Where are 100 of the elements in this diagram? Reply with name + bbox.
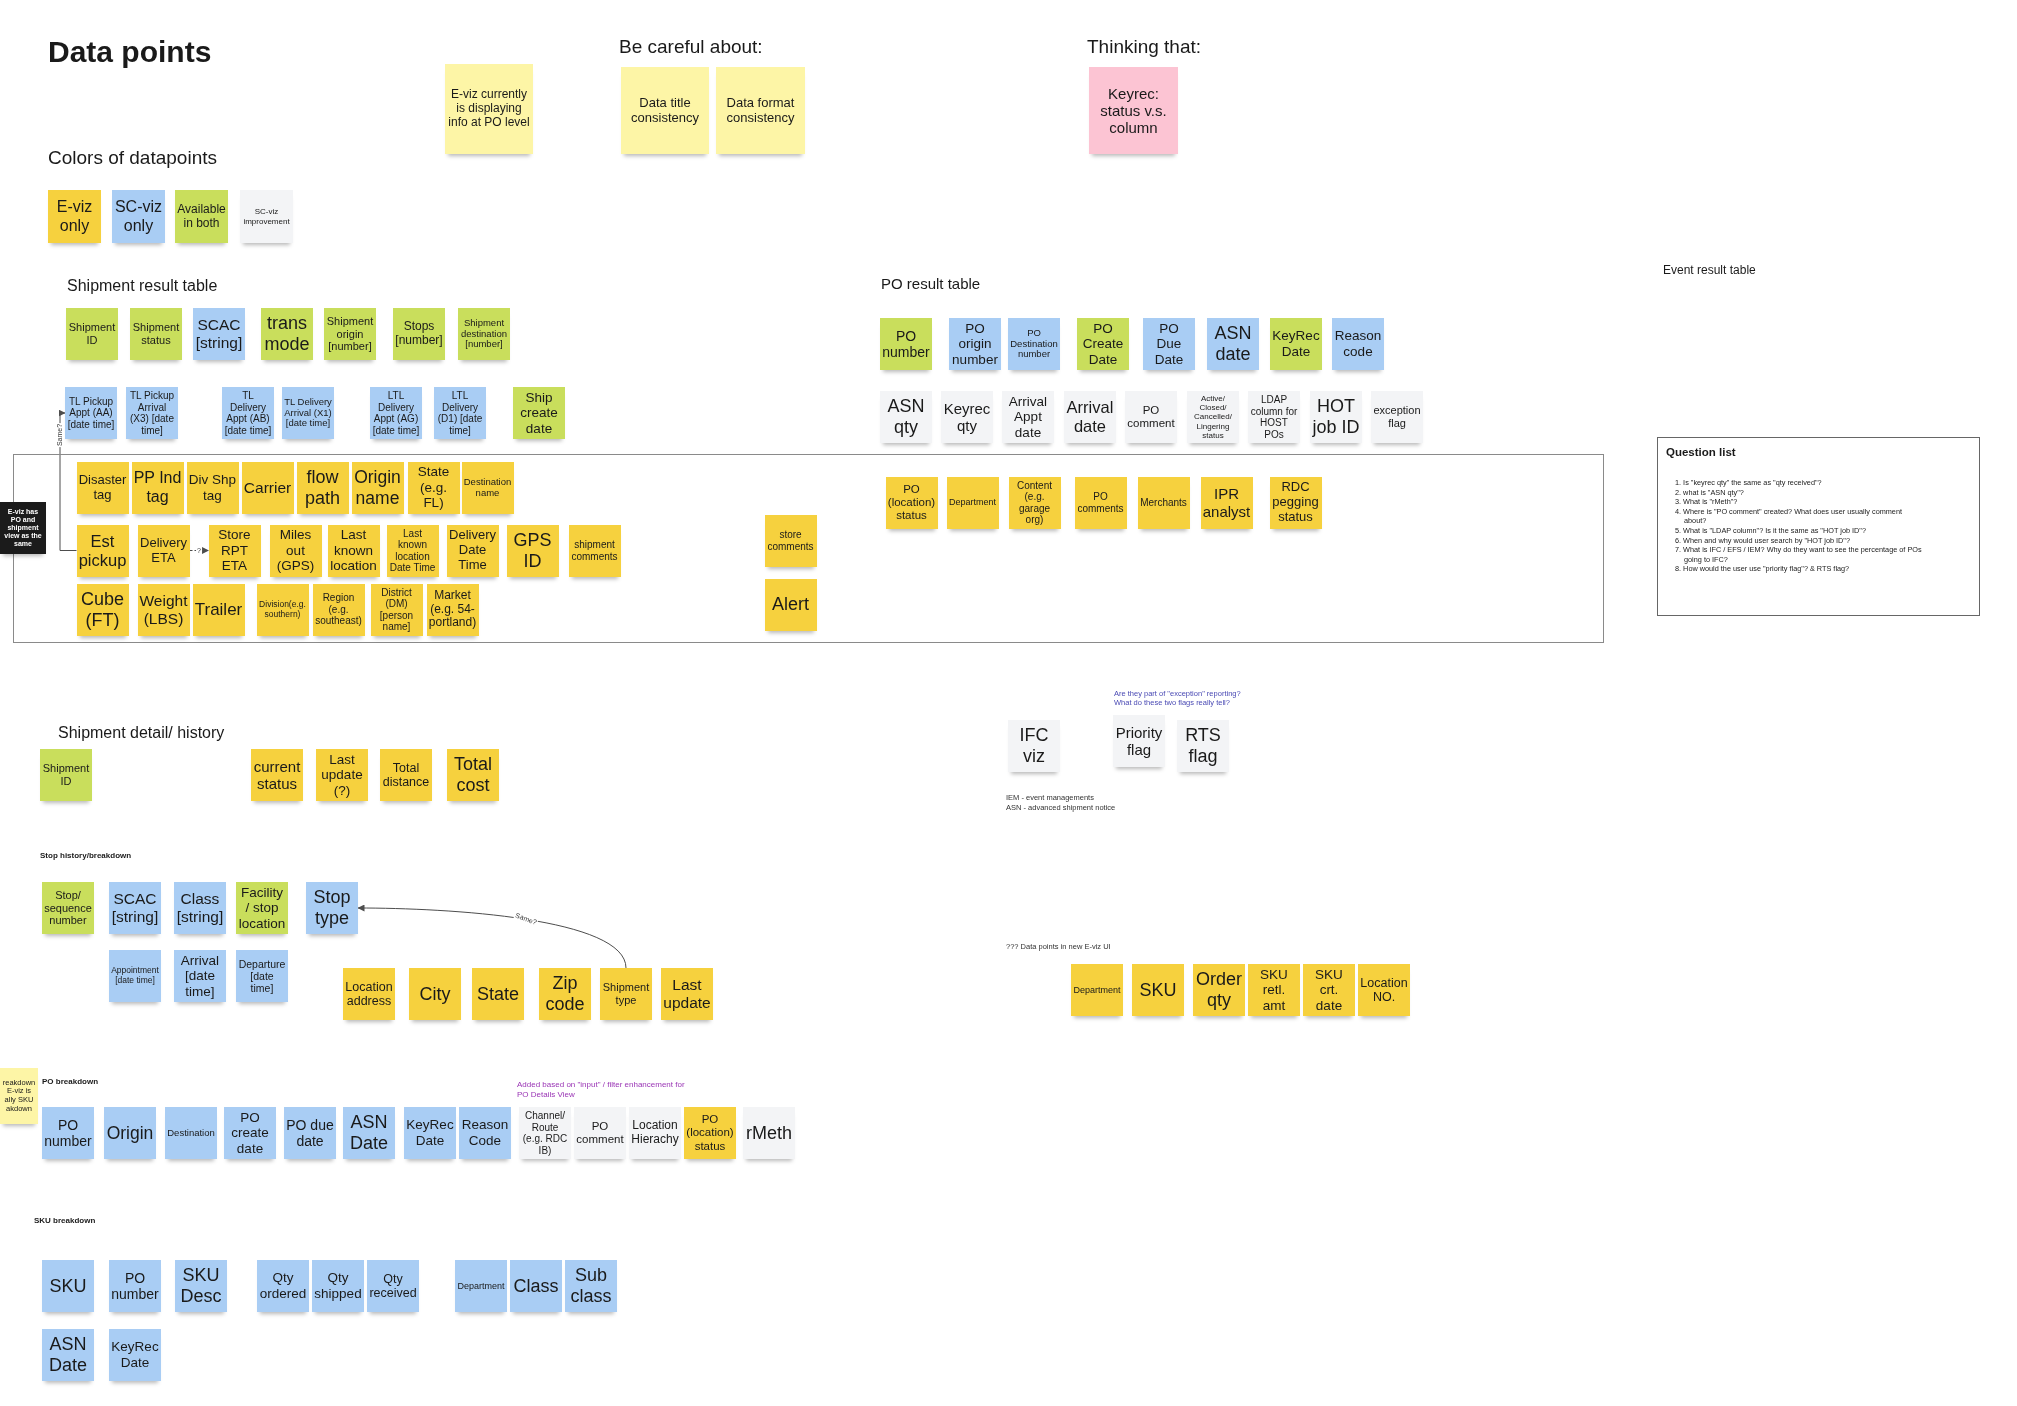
sticky-note: ASN Date bbox=[343, 1107, 395, 1159]
sticky-note: Shipment destination [number] bbox=[458, 308, 510, 360]
sticky-note: HOT job ID bbox=[1310, 391, 1362, 443]
sticky-note: Delivery ETA bbox=[137, 524, 190, 577]
sticky-note: GPS ID bbox=[506, 524, 559, 577]
sticky-note: Shipment ID bbox=[40, 749, 92, 801]
sticky-note: Class [string] bbox=[174, 882, 226, 934]
sticky-note: Destination bbox=[165, 1107, 217, 1159]
sticky-note: shipment comments bbox=[568, 524, 621, 577]
sticky-note: Store RPT ETA bbox=[208, 524, 261, 577]
legend-note: Available in both bbox=[175, 190, 228, 243]
sticky-note: store comments bbox=[764, 514, 817, 567]
sticky-note: Channel/Route (e.g. RDC IB) bbox=[519, 1107, 571, 1159]
sticky-note: IFC viz bbox=[1008, 720, 1060, 772]
sticky-note: Content (e.g. garage org) bbox=[1008, 476, 1061, 529]
sticky-note: TL Pickup Appt (AA) [date time] bbox=[65, 387, 117, 439]
sticky-note: Ship create date bbox=[513, 387, 565, 439]
sticky-note: PO (location) status bbox=[885, 476, 938, 529]
sticky-note: current status bbox=[251, 749, 303, 801]
sticky-note: Shipment ID bbox=[66, 308, 118, 360]
section-heading: Colors of datapoints bbox=[48, 146, 217, 170]
sticky-note: Qty shipped bbox=[312, 1260, 364, 1312]
sticky-note: Reason code bbox=[1332, 318, 1384, 370]
section-heading: Be careful about: bbox=[619, 35, 763, 59]
section-heading: PO result table bbox=[881, 275, 981, 294]
legend-note: SC-viz improvement bbox=[240, 190, 293, 243]
sticky-note: Keyrec: status v.s. column bbox=[1089, 67, 1178, 154]
sticky-note: City bbox=[409, 968, 461, 1020]
annotation-text: Added based on "input" / filter enhancement for PO Details View bbox=[517, 1080, 686, 1100]
sticky-note: PP Ind tag bbox=[131, 461, 184, 514]
sticky-note: ASN date bbox=[1207, 318, 1259, 370]
sticky-note: Departure [date time] bbox=[236, 950, 288, 1002]
sticky-note: Last known location Date Time bbox=[386, 524, 439, 577]
sticky-note: PO number bbox=[109, 1260, 161, 1312]
sticky-note: Department bbox=[455, 1260, 507, 1312]
sticky-note: Department bbox=[1071, 964, 1123, 1016]
sticky-note: Last update (?) bbox=[316, 749, 368, 801]
sticky-note: Weight (LBS) bbox=[137, 583, 190, 636]
section-heading: Event result table bbox=[1663, 263, 1756, 278]
sticky-note: PO create date bbox=[224, 1107, 276, 1159]
sticky-note: Reason Code bbox=[459, 1107, 511, 1159]
sticky-note: Keyrec qty bbox=[941, 391, 993, 443]
sticky-note: Order qty bbox=[1193, 964, 1245, 1016]
sticky-note: Shipment type bbox=[600, 968, 652, 1020]
sticky-note: Zip code bbox=[539, 968, 591, 1020]
sticky-note: PO number bbox=[880, 318, 932, 370]
sticky-note: PO number bbox=[42, 1107, 94, 1159]
sticky-note: Carrier bbox=[241, 461, 294, 514]
sticky-note: trans mode bbox=[261, 308, 313, 360]
sticky-note: PO due date bbox=[284, 1107, 336, 1159]
sticky-note: Division(e.g. southern) bbox=[256, 583, 309, 636]
sticky-note: Disaster tag bbox=[76, 461, 129, 514]
sticky-note: Origin name bbox=[351, 461, 404, 514]
sticky-note: RDC pegging status bbox=[1269, 476, 1322, 529]
sticky-note: exception flag bbox=[1371, 391, 1423, 443]
sticky-note: Merchants bbox=[1137, 476, 1190, 529]
sticky-note: Qty received bbox=[367, 1260, 419, 1312]
panel-heading: Question list bbox=[1666, 446, 1736, 458]
sticky-note: Last update bbox=[661, 968, 713, 1020]
sticky-note: IPR analyst bbox=[1200, 476, 1253, 529]
sticky-note: PO Due Date bbox=[1143, 318, 1195, 370]
sticky-note: Delivery Date Time bbox=[446, 524, 499, 577]
sticky-note: Class bbox=[510, 1260, 562, 1312]
sticky-note: PO Destination number bbox=[1008, 318, 1060, 370]
sticky-note: Location Hierachy bbox=[629, 1107, 681, 1159]
sticky-note: LTL Delivery Appt (AG) [date time] bbox=[370, 387, 422, 439]
sticky-note: KeyRec Date bbox=[404, 1107, 456, 1159]
section-heading: Shipment result table bbox=[67, 276, 218, 296]
sticky-note: State (e.g. FL) bbox=[407, 461, 460, 514]
sticky-note: LTL Delivery (D1) [date time] bbox=[434, 387, 486, 439]
sticky-note: PO comment bbox=[1125, 391, 1177, 443]
sticky-note: Priority flag bbox=[1113, 715, 1165, 767]
section-heading: Shipment detail/ history bbox=[58, 723, 225, 743]
sticky-note: Arrival date bbox=[1064, 391, 1116, 443]
page-title: Data points bbox=[48, 34, 212, 70]
section-heading: SKU breakdown bbox=[34, 1216, 96, 1226]
sticky-note: TL Pickup Arrival (X3) [date time] bbox=[126, 387, 178, 439]
sticky-note: Location NO. bbox=[1358, 964, 1410, 1016]
sticky-note: E-viz currently is displaying info at PO level bbox=[445, 64, 533, 154]
sticky-note: Department bbox=[946, 476, 999, 529]
sticky-note: PO Create Date bbox=[1077, 318, 1129, 370]
sticky-note: flow path bbox=[296, 461, 349, 514]
sticky-note: SKU bbox=[1132, 964, 1184, 1016]
sticky-note: State bbox=[472, 968, 524, 1020]
section-heading: Thinking that: bbox=[1087, 35, 1202, 59]
connector-arrow bbox=[357, 904, 627, 969]
sticky-note: KeyRec Date bbox=[1270, 318, 1322, 370]
sticky-note: LDAP column for HOST POs bbox=[1248, 391, 1300, 443]
sticky-note: Stop type bbox=[306, 882, 358, 934]
sticky-note: PO origin number bbox=[949, 318, 1001, 370]
sticky-note: rMeth bbox=[743, 1107, 795, 1159]
sticky-note: Destination name bbox=[461, 461, 514, 514]
sticky-note: Div Shp tag bbox=[186, 461, 239, 514]
sticky-note: SCAC [string] bbox=[193, 308, 245, 360]
sticky-note: Data title consistency bbox=[621, 67, 709, 154]
sticky-note: Sub class bbox=[565, 1260, 617, 1312]
sticky-note: SKU retl. amt bbox=[1248, 964, 1300, 1016]
sticky-note: Est pickup bbox=[76, 524, 129, 577]
section-heading: Stop history/breakdown bbox=[40, 851, 132, 861]
sticky-note: Appointment [date time] bbox=[109, 950, 161, 1002]
